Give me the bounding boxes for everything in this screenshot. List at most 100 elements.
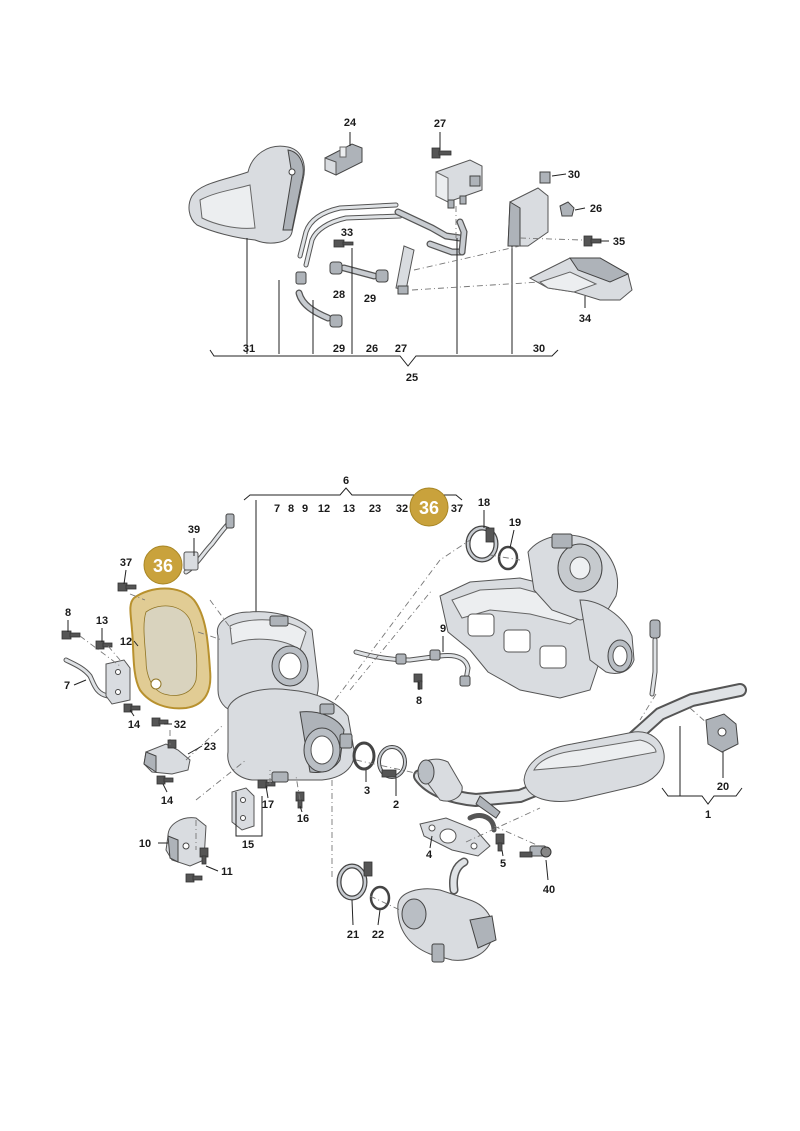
- callout-30-bottom: 30: [533, 343, 545, 355]
- bracket-6: [243, 487, 463, 501]
- callout-29-a: 29: [364, 293, 376, 305]
- bracket-item-12: 12: [318, 503, 330, 515]
- callout-22: 22: [372, 929, 384, 941]
- callout-21: 21: [347, 929, 359, 941]
- highlight-badge-top: 36: [409, 487, 449, 527]
- callout-17: 17: [262, 799, 274, 811]
- callout-6: 6: [343, 475, 349, 487]
- callout-19: 19: [509, 517, 521, 529]
- ring-19: [497, 545, 519, 571]
- clamp-18: [465, 525, 499, 563]
- callout-1: 1: [705, 809, 711, 821]
- callout-40: 40: [543, 884, 555, 896]
- clamp-29-a: [375, 269, 389, 283]
- callout-32: 32: [174, 719, 186, 731]
- lambda-sensor-39: [183, 513, 235, 575]
- svg-text:36: 36: [153, 556, 173, 576]
- callout-27-bottom: 27: [395, 343, 407, 355]
- bracket-item-23: 23: [369, 503, 381, 515]
- bracket-23: [143, 739, 191, 775]
- clamp-29-b: [329, 314, 343, 328]
- callout-33: 33: [341, 227, 353, 239]
- heat-shield-12-highlighted: [129, 587, 212, 710]
- pressure-converter-27: [431, 147, 483, 209]
- callout-39: 39: [188, 524, 200, 536]
- bolt-14-top: [123, 703, 141, 713]
- bolt-5: [495, 833, 505, 852]
- callout-12: 12: [120, 636, 132, 648]
- exhaust-elbow: [397, 857, 497, 963]
- callout-37: 37: [120, 557, 132, 569]
- heat-shield-31: [188, 145, 305, 244]
- callout-26-top: 26: [590, 203, 602, 215]
- bracket-30: [507, 171, 551, 247]
- bracket-15: [231, 787, 255, 831]
- hanger-20: [705, 713, 739, 753]
- clip-24: [324, 143, 363, 176]
- highlight-badge-left: 36: [143, 545, 183, 585]
- callout-2: 2: [393, 799, 399, 811]
- callout-16: 16: [297, 813, 309, 825]
- callout-34: 34: [579, 313, 592, 325]
- clamp-21: [336, 861, 373, 901]
- bracket-item-32: 32: [396, 503, 408, 515]
- callout-4: 4: [426, 849, 433, 861]
- bolt-11-a: [199, 847, 209, 865]
- callout-13: 13: [96, 615, 108, 627]
- lower-assembly: 6 7 8 9 12 13 23 32 37 36: [61, 475, 747, 963]
- clamp-28: [329, 261, 343, 275]
- upper-assembly: 24 27 30 26 35 33 28 29 34 31 29 26 27 3…: [188, 117, 633, 384]
- pipe-7: [63, 657, 131, 705]
- callout-35: 35: [613, 236, 625, 248]
- bolt-35: [583, 235, 602, 247]
- callout-5: 5: [500, 858, 506, 870]
- callout-3: 3: [364, 785, 370, 797]
- exhaust-pipe-1: [413, 683, 747, 819]
- lower-dash-lines: [79, 539, 709, 911]
- clamp-2: [377, 745, 407, 779]
- callout-27-top: 27: [434, 118, 446, 130]
- bolt-14-bottom: [156, 775, 174, 785]
- bolt-40: [519, 845, 552, 858]
- upper-dash-lines: [411, 206, 583, 291]
- pipe-9: [353, 649, 471, 687]
- callout-30-top: 30: [568, 169, 580, 181]
- callout-29-b: 29: [333, 343, 345, 355]
- callout-8-left: 8: [65, 607, 71, 619]
- catalytic-converter: [216, 611, 355, 783]
- callout-15: 15: [242, 839, 254, 851]
- bracket-item-7: 7: [274, 503, 280, 515]
- turbocharger-manifold: [439, 533, 635, 699]
- ring-22: [369, 885, 391, 911]
- callout-18: 18: [478, 497, 490, 509]
- bracket-item-9: 9: [302, 503, 308, 515]
- lower-leaders: [67, 510, 743, 926]
- nut-26: [559, 201, 575, 217]
- bracket-10: [165, 817, 207, 867]
- callout-31: 31: [243, 343, 255, 355]
- bolt-17: [257, 779, 276, 789]
- bracket-item-13: 13: [343, 503, 355, 515]
- flange-gasket-4: [419, 813, 497, 857]
- clamp-upper-left: [295, 271, 307, 285]
- callout-10: 10: [139, 838, 151, 850]
- bolt-13: [95, 640, 113, 650]
- bolt-8-left: [61, 630, 81, 640]
- callout-28: 28: [333, 289, 345, 301]
- bracket-small: [395, 245, 415, 295]
- callout-8-right: 8: [416, 695, 422, 707]
- temperature-sensor: [649, 619, 661, 697]
- bolt-32: [151, 717, 169, 727]
- vacuum-pipes: [295, 202, 468, 322]
- group-label-25: 25: [406, 372, 418, 384]
- callout-26-bottom: 26: [366, 343, 378, 355]
- callout-14-bottom: 14: [161, 795, 174, 807]
- gasket-3: [352, 741, 376, 771]
- bracket-item-8: 8: [288, 503, 294, 515]
- callout-14-top: 14: [128, 719, 141, 731]
- callout-24: 24: [344, 117, 357, 129]
- svg-text:36: 36: [419, 498, 439, 518]
- callout-7: 7: [64, 680, 70, 692]
- bolt-33: [333, 239, 354, 248]
